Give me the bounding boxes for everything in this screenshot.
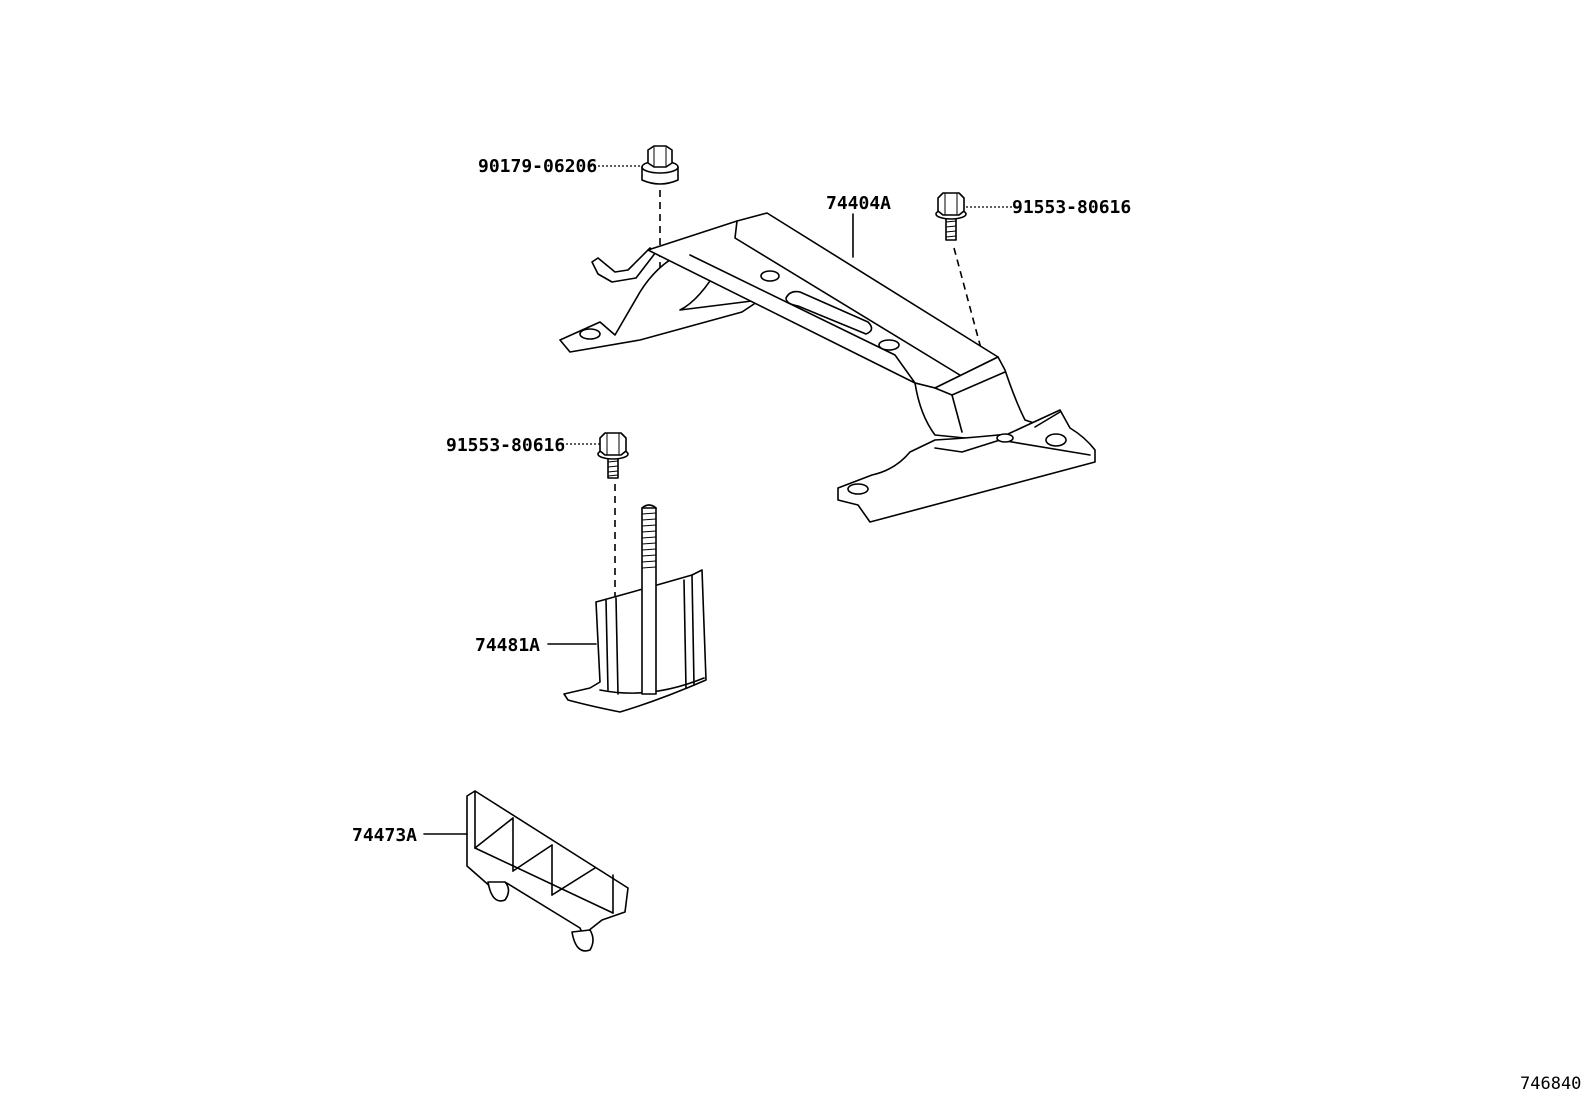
battery-support-icon[interactable] xyxy=(466,790,629,952)
part-label-clamp[interactable]: 74481A xyxy=(475,635,540,656)
bolt-right-icon[interactable] xyxy=(935,192,967,241)
part-label-nut[interactable]: 90179-06206 xyxy=(478,156,597,177)
battery-carrier-bracket-icon[interactable] xyxy=(559,212,1096,523)
part-label-support[interactable]: 74473A xyxy=(352,825,417,846)
diagram-id: 746840 xyxy=(1520,1074,1581,1094)
bolt-left-icon[interactable] xyxy=(597,432,629,479)
part-label-bracket[interactable]: 74404A xyxy=(826,193,891,214)
nut-icon[interactable] xyxy=(641,145,679,185)
part-label-bolt-left[interactable]: 91553-80616 xyxy=(446,435,565,456)
battery-clamp-icon[interactable] xyxy=(563,504,707,713)
bolt-right-mount-line xyxy=(953,247,1006,439)
part-label-bolt-right[interactable]: 91553-80616 xyxy=(1012,197,1131,218)
